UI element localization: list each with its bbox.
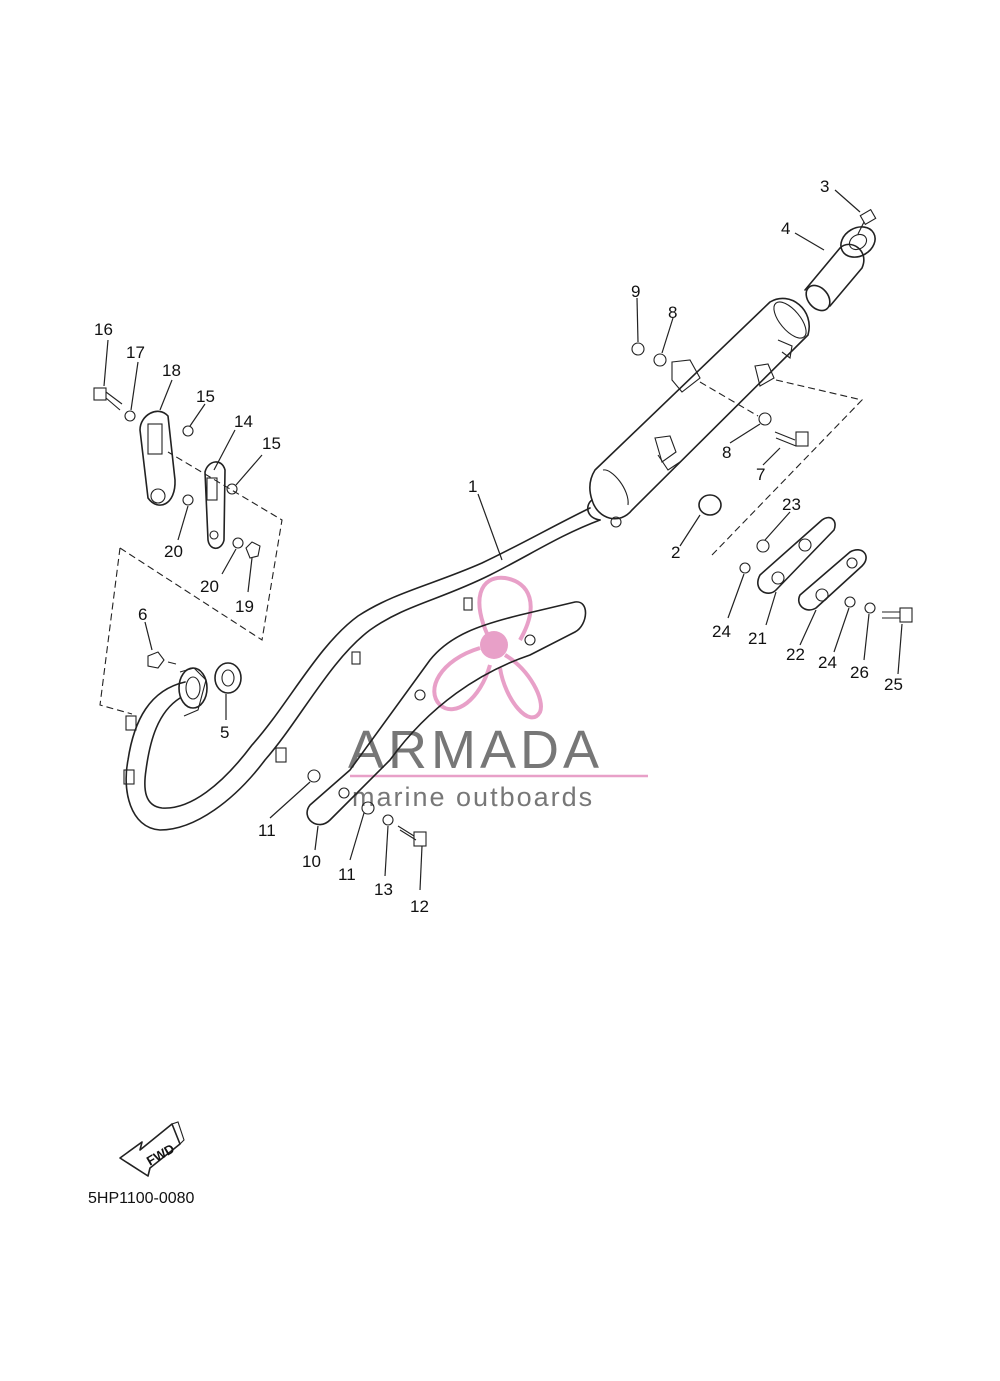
washer-11b-icon [361,801,375,815]
callout-25: 25 [884,675,903,694]
callout-24-right: 24 [818,653,837,672]
exhaust-pipe [123,507,601,831]
callout-20-right: 20 [200,577,219,596]
nut-19-icon [245,541,261,559]
callout-8-upper: 8 [668,303,677,322]
washer-8-icon [653,353,667,367]
heat-protector [306,601,587,826]
bolt-7-icon [774,431,809,447]
nut-6-icon [147,651,177,669]
nut-9-icon [631,342,645,356]
callout-3: 3 [820,177,829,196]
bracket-18 [139,410,176,506]
stay-22 [798,549,867,611]
washer-24-icon [739,562,751,574]
callout-23: 23 [782,495,801,514]
callout-18: 18 [162,361,181,380]
callout-labels: 1 2 3 4 5 6 7 8 8 9 10 11 11 12 13 14 15… [94,177,903,916]
callout-4: 4 [781,219,790,238]
callout-22: 22 [786,645,805,664]
cap-2-icon [698,494,722,516]
nut-23-icon [756,539,770,553]
bolt-16-icon [93,387,123,411]
washer-13-icon [382,814,394,826]
callout-24-left: 24 [712,622,731,641]
alignment-lines [99,379,864,715]
callout-15-left: 15 [196,387,215,406]
muffler [586,297,810,528]
washer-8b-icon [758,412,772,426]
tail-pipe [804,226,876,312]
callout-20-left: 20 [164,542,183,561]
bolt-25-icon [882,607,913,623]
stay-21 [757,516,836,594]
exhaust-flange [178,667,208,717]
bolt-12-icon [397,825,427,847]
callout-21: 21 [748,629,767,648]
callout-7: 7 [756,465,765,484]
callout-26: 26 [850,663,869,682]
leader-lines [103,189,903,891]
callout-5: 5 [220,723,229,742]
callout-10: 10 [302,852,321,871]
gasket-5-icon [214,662,242,694]
watermark-brand: ARMADA [348,720,603,780]
watermark-tagline: marine outboards [352,782,594,812]
callout-8-lower: 8 [722,443,731,462]
drawing-code: 5HP1100-0080 [88,1190,195,1207]
callout-15-right: 15 [262,434,281,453]
washer-26-icon [864,602,876,614]
callout-13: 13 [374,880,393,899]
washer-17-icon [124,410,136,422]
washer-20b-icon [232,537,244,549]
callout-11-left: 11 [258,821,276,840]
callout-16: 16 [94,320,113,339]
fwd-label: FWD [144,1141,177,1169]
bracket-14 [204,461,226,550]
callout-14: 14 [234,412,253,431]
washer-20-icon [182,494,194,506]
forward-direction-arrow-icon: FWD [119,1121,185,1177]
callout-19: 19 [235,597,254,616]
callout-9: 9 [631,282,640,301]
callout-11-right: 11 [338,865,356,884]
callout-2: 2 [671,543,680,562]
washer-24b-icon [844,596,856,608]
washer-15b-icon [226,483,238,495]
washer-15-icon [182,425,194,437]
washer-11-icon [307,769,321,783]
bolt-3-icon [857,208,877,235]
callout-1: 1 [468,477,477,496]
callout-17: 17 [126,343,145,362]
callout-12: 12 [410,897,429,916]
callout-6: 6 [138,605,147,624]
